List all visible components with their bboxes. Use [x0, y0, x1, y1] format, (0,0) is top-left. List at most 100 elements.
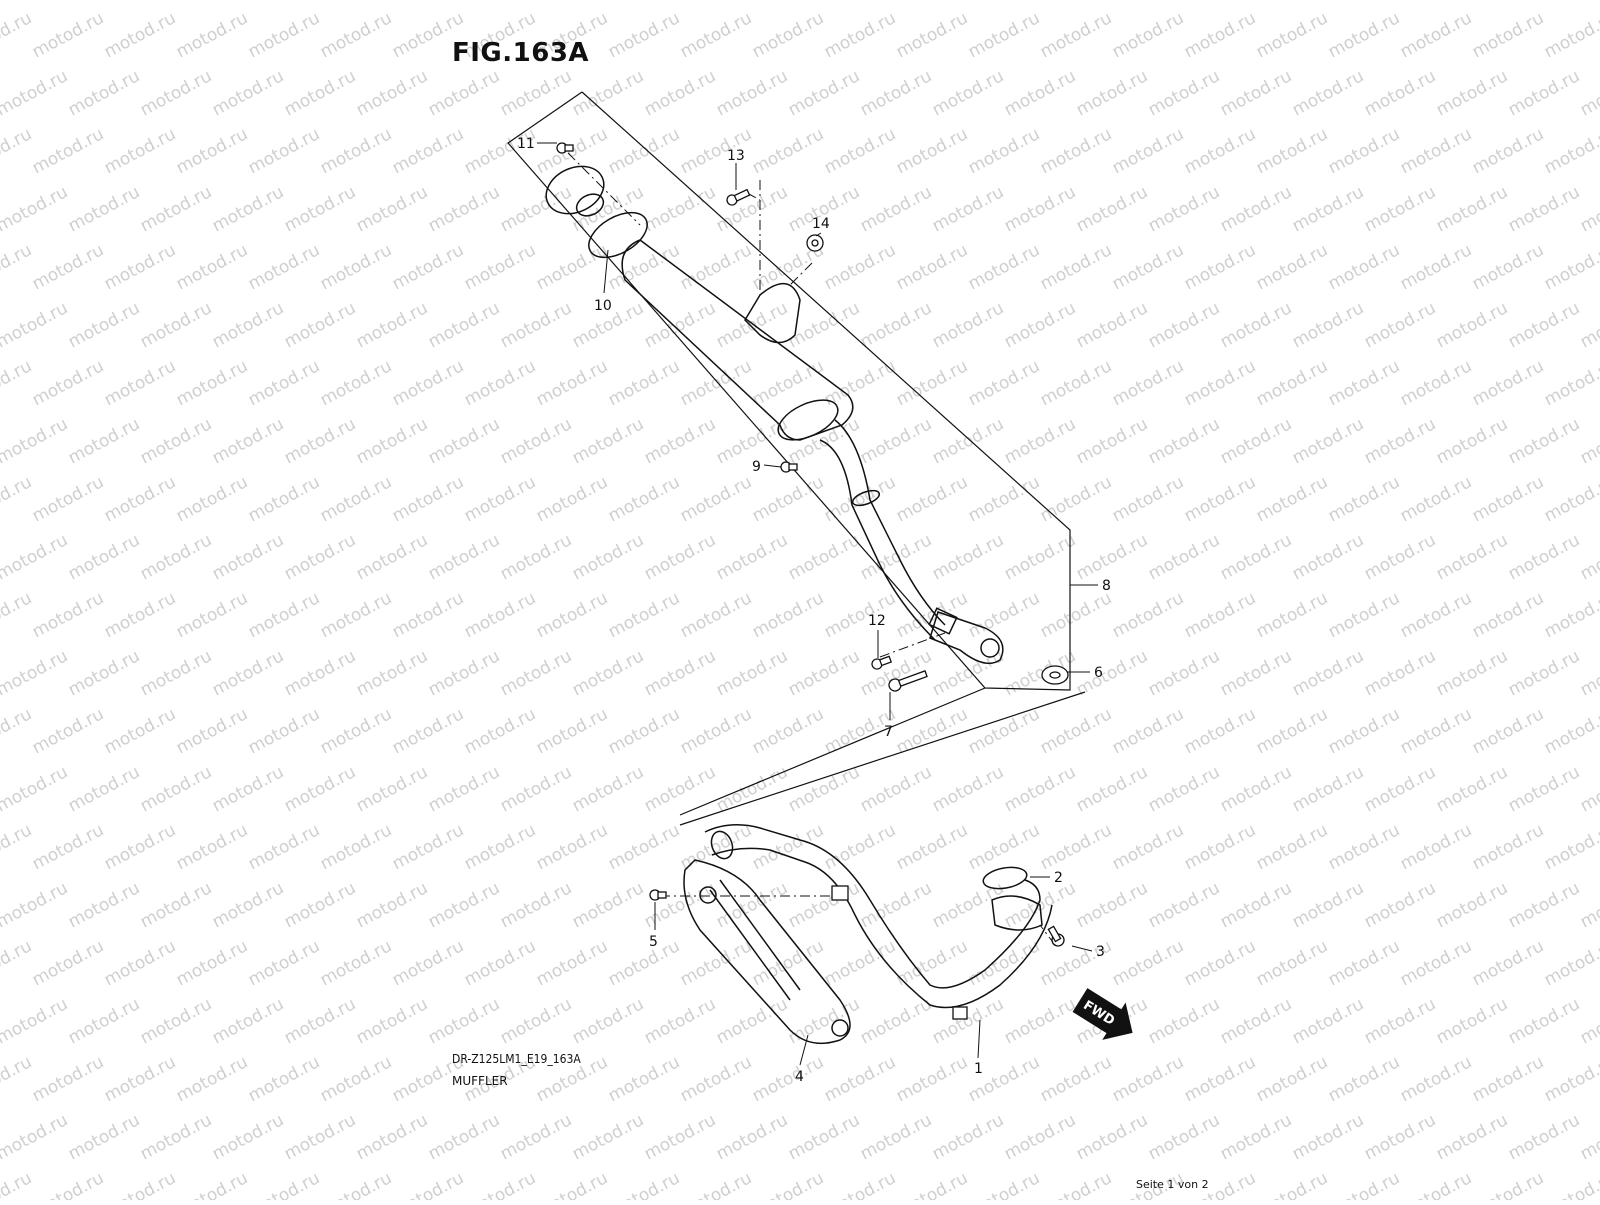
watermark-text: motod.ru	[641, 414, 719, 468]
watermark-text: motod.ru	[389, 588, 467, 642]
watermark-text: motod.ru	[1469, 704, 1547, 758]
watermark-text: motod.ru	[1253, 588, 1331, 642]
watermark-text: motod.ru	[1361, 1110, 1439, 1164]
watermark-text: motod.ru	[65, 878, 143, 932]
watermark-text: motod.ru	[245, 820, 323, 874]
watermark-text: motod.ru	[425, 1110, 503, 1164]
watermark-text: motod.ru	[1361, 762, 1439, 816]
callout-12: 12	[868, 613, 886, 629]
watermark-text: motod.ru	[677, 240, 755, 294]
watermark-text: motod.ru	[1001, 182, 1079, 236]
watermark-text: motod.ru	[281, 646, 359, 700]
watermark-text: motod.ru	[1361, 994, 1439, 1048]
watermark-text: motod.ru	[1505, 66, 1583, 120]
watermark-text: motod.ru	[1433, 182, 1511, 236]
muffler-clamp	[928, 607, 958, 635]
callout-11: 11	[517, 136, 535, 152]
watermark-text: motod.ru	[1073, 1110, 1151, 1164]
watermark-text: motod.ru	[1361, 530, 1439, 584]
watermark-text: motod.ru	[173, 8, 251, 62]
assembly-outline	[507, 91, 1086, 826]
watermark-text: motod.ru	[245, 936, 323, 990]
watermark-text: motod.ru	[1253, 124, 1331, 178]
watermark-text: motod.ru	[461, 1168, 539, 1200]
watermark-text: motod.ru	[317, 820, 395, 874]
watermark-text: motod.ru	[1577, 182, 1600, 236]
bolt-11	[556, 142, 574, 154]
watermark-text: motod.ru	[1073, 182, 1151, 236]
callout-2: 2	[1054, 870, 1063, 886]
watermark-text: motod.ru	[641, 530, 719, 584]
watermark-text: motod.ru	[1109, 820, 1187, 874]
watermark-text: motod.ru	[137, 298, 215, 352]
watermark-text: motod.ru	[281, 0, 359, 4]
watermark-text: motod.ru	[821, 1052, 899, 1106]
watermark-text: motod.ru	[1289, 414, 1367, 468]
watermark-text: motod.ru	[641, 182, 719, 236]
watermark-text: motod.ru	[1181, 8, 1259, 62]
watermark-text: motod.ru	[1073, 298, 1151, 352]
watermark-text: motod.ru	[1289, 994, 1367, 1048]
watermark-text: motod.ru	[1289, 0, 1367, 4]
watermark-text: motod.ru	[1541, 588, 1600, 642]
watermark-text: motod.ru	[173, 124, 251, 178]
watermark-text: motod.ru	[1001, 762, 1079, 816]
watermark-text: motod.ru	[1541, 704, 1600, 758]
heat-shield-slot-top	[709, 889, 791, 1001]
watermark-text: motod.ru	[65, 298, 143, 352]
watermark-text: motod.ru	[821, 820, 899, 874]
watermark-text: motod.ru	[677, 588, 755, 642]
watermark-text: motod.ru	[1577, 994, 1600, 1048]
watermark-text: motod.ru	[173, 1052, 251, 1106]
watermark-text: motod.ru	[281, 298, 359, 352]
watermark-text: motod.ru	[0, 1110, 71, 1164]
exhaust-pipe-outer	[704, 824, 1041, 989]
watermark-text: motod.ru	[1001, 1110, 1079, 1164]
watermark-text: motod.ru	[1361, 182, 1439, 236]
watermark-text: motod.ru	[1361, 66, 1439, 120]
watermark-text: motod.ru	[0, 356, 35, 410]
figure-model-code: DR-Z125LM1_E19_163A	[452, 1052, 581, 1066]
watermark-text: motod.ru	[1469, 1168, 1547, 1200]
watermark-text: motod.ru	[1397, 820, 1475, 874]
watermark-text: motod.ru	[1325, 1168, 1403, 1200]
watermark-text: motod.ru	[713, 994, 791, 1048]
watermark-text: motod.ru	[1073, 762, 1151, 816]
muffler-pipe-band	[851, 489, 881, 507]
watermark-text: motod.ru	[1469, 356, 1547, 410]
watermark-text: motod.ru	[1397, 936, 1475, 990]
nut-14	[806, 234, 824, 252]
watermark-text: motod.ru	[1397, 240, 1475, 294]
watermark-text: motod.ru	[317, 8, 395, 62]
bolt-5	[649, 889, 667, 901]
watermark-text: motod.ru	[353, 0, 431, 4]
watermark-text: motod.ru	[533, 936, 611, 990]
muffler-frame	[507, 91, 1071, 691]
watermark-text: motod.ru	[461, 356, 539, 410]
watermark-text: motod.ru	[1541, 936, 1600, 990]
watermark-text: motod.ru	[1109, 588, 1187, 642]
watermark-text: motod.ru	[461, 472, 539, 526]
watermark-text: motod.ru	[569, 994, 647, 1048]
watermark-text: motod.ru	[1181, 588, 1259, 642]
watermark-text: motod.ru	[821, 8, 899, 62]
watermark-text: motod.ru	[713, 1110, 791, 1164]
watermark-text: motod.ru	[641, 0, 719, 4]
muffler-bracket-hole	[980, 638, 1000, 658]
watermark-text: motod.ru	[101, 1168, 179, 1200]
watermark-text: motod.ru	[965, 8, 1043, 62]
watermark-text: motod.ru	[0, 66, 71, 120]
inlet-flange	[545, 165, 605, 215]
watermark-text: motod.ru	[1217, 994, 1295, 1048]
watermark-text: motod.ru	[605, 588, 683, 642]
bolt-12	[871, 655, 893, 670]
heat-shield-hole-lower	[831, 1019, 849, 1037]
muffler-mount-tab	[744, 283, 801, 344]
watermark-text: motod.ru	[1217, 878, 1295, 932]
watermark-text: motod.ru	[1181, 936, 1259, 990]
exhaust-flange	[991, 895, 1043, 931]
watermark-text: motod.ru	[677, 1052, 755, 1106]
watermark-text: motod.ru	[713, 182, 791, 236]
watermark-text: motod.ru	[929, 1110, 1007, 1164]
